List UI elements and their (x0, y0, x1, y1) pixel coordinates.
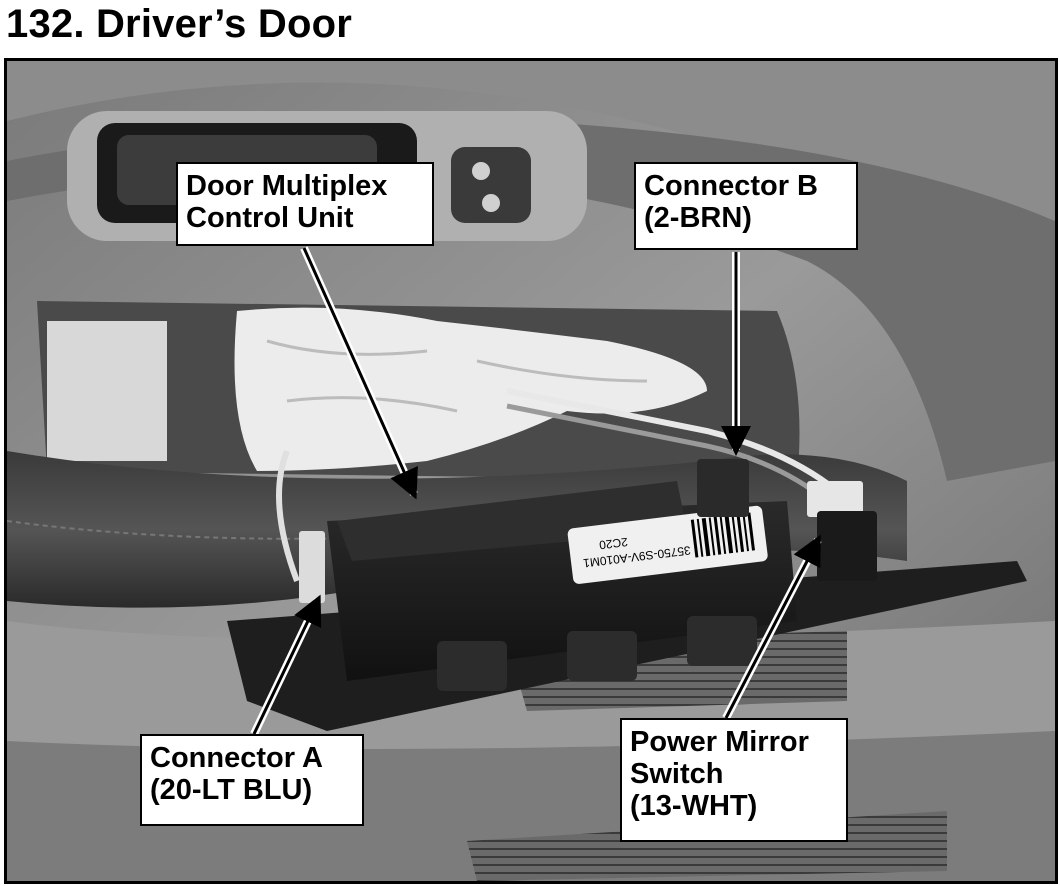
cavity-white-area (47, 321, 167, 461)
connector-a (299, 531, 325, 603)
connector-b (697, 459, 749, 517)
callout-connector-a: Connector A (20-LT BLU) (140, 734, 364, 826)
label-code: 2C20 (598, 535, 629, 552)
lock-switch (451, 147, 531, 223)
power-mirror-switch (817, 511, 877, 581)
callout-power-mirror-switch: Power Mirror Switch (13-WHT) (620, 718, 848, 842)
lock-icon (482, 194, 500, 212)
wire-harness (506, 388, 839, 494)
unlock-icon (472, 162, 490, 180)
callout-line: Connector A (150, 742, 323, 774)
callout-connector-b: Connector B (2-BRN) (634, 162, 858, 250)
callout-line: (2-BRN) (644, 202, 752, 234)
callout-line: Power Mirror (630, 726, 809, 758)
callout-line: Connector B (644, 170, 818, 202)
part-label-sticker: 35750-S9V-A010M1 2C20 (567, 505, 768, 584)
callout-line: (20-LT BLU) (150, 774, 313, 806)
callout-line: (13-WHT) (630, 790, 758, 822)
power-mirror-connector (807, 481, 863, 517)
page-title: 132. Driver’s Door (6, 2, 352, 46)
upper-panel (7, 61, 1055, 221)
callout-line: Switch (630, 758, 724, 790)
callout-door-multiplex-control-unit: Door Multiplex Control Unit (176, 162, 434, 246)
callout-line: Door Multiplex (186, 170, 388, 202)
callout-line: Control Unit (186, 202, 354, 234)
